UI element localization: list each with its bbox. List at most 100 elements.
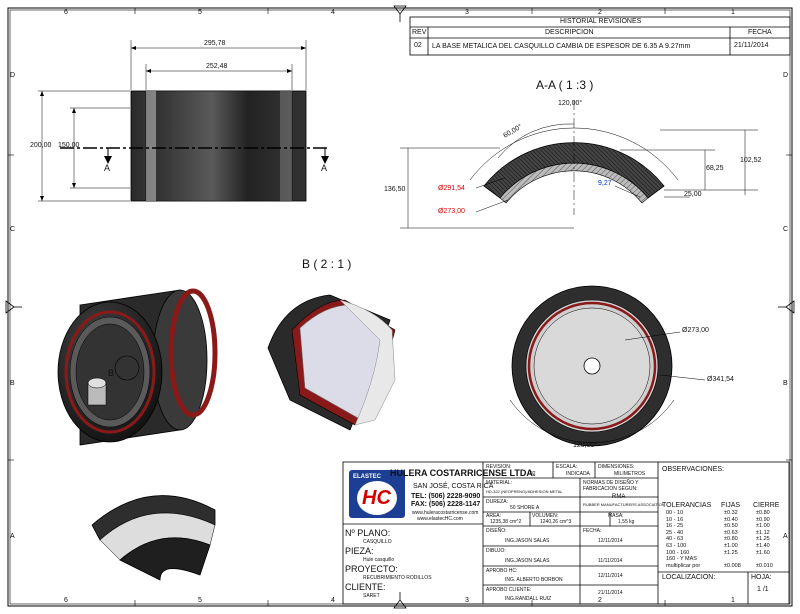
escala-label: ESCALA: bbox=[556, 464, 578, 470]
iso-view-detail bbox=[267, 294, 396, 431]
aprobo-cliente-value: ING.RANDALL RUIZ bbox=[505, 596, 552, 602]
company-fax: FAX: (506) 2228-1147 bbox=[411, 501, 481, 508]
row-label-d-right: D bbox=[783, 72, 789, 79]
diseno-fecha: 12/11/2014 bbox=[598, 538, 623, 544]
tol-range-2: 16 - 25 bbox=[666, 523, 684, 530]
aprobo-hc-label: APROBO HC: bbox=[486, 568, 518, 574]
tol-cierre-2: ±1.00 bbox=[756, 523, 770, 530]
diseno-value: ING.JASON SALAS bbox=[505, 538, 550, 544]
revision-label: REVISION: bbox=[486, 464, 512, 470]
dim-height-inner: 150,00 bbox=[58, 142, 80, 149]
section-title: A-A ( 1 :3 ) bbox=[536, 78, 594, 92]
masa-label: MASA: bbox=[608, 513, 624, 519]
dim-d1: Ø291,54 bbox=[438, 185, 465, 192]
rev-header: REV bbox=[412, 29, 427, 36]
company-name: HULERA COSTARRICENSE LTDA. bbox=[390, 468, 536, 478]
tol-range-5: 63 - 100 bbox=[666, 543, 687, 549]
row-label-c: C bbox=[10, 226, 16, 233]
iso-segment bbox=[91, 495, 216, 581]
revisions-title: HISTORIAL REVISIONES bbox=[560, 18, 642, 25]
dureza-value: 50 SHORE A bbox=[510, 505, 540, 511]
rev-description: LA BASE METALICA DEL CASQUILLO CAMBIA DE… bbox=[432, 43, 691, 50]
tol-range-3: 25 - 40 bbox=[666, 529, 684, 536]
hoja-value: 1 /1 bbox=[757, 586, 769, 593]
company-web1: www.huleracostarricense.com bbox=[412, 510, 479, 516]
col-label-1: 1 bbox=[731, 9, 735, 16]
aprobo-cliente-label: APROBO CLIENTE: bbox=[486, 587, 532, 593]
col-label-5-bottom: 5 bbox=[198, 597, 202, 604]
dim-outer-width: 295,78 bbox=[204, 40, 226, 47]
dim-h1: 102,52 bbox=[740, 157, 762, 164]
tol-cierre-6: ±1.60 bbox=[756, 549, 770, 556]
tol-col-cierre: CIERRE bbox=[753, 502, 780, 509]
title-block-grid bbox=[342, 16, 791, 605]
detail-marker: B bbox=[108, 368, 115, 378]
tol-range-8: multiplicar por bbox=[666, 562, 701, 569]
tol-title: TOLERANCIAS bbox=[662, 502, 712, 509]
aprobo-hc-fecha: 12/11/2014 bbox=[598, 573, 623, 579]
pieza-label: PIEZA: bbox=[345, 546, 374, 556]
dim-height-outer: 200,00 bbox=[30, 142, 52, 149]
tol-range-0: 00 - 10 bbox=[666, 510, 684, 516]
row-label-a-right: A bbox=[783, 533, 788, 540]
tol-range-7: 160 - Y MAS bbox=[666, 556, 697, 563]
dimensiones-value: MILIMETROS bbox=[614, 471, 646, 477]
observaciones-label: OBSERVACIONES: bbox=[662, 466, 724, 473]
dim-inner-width: 252,48 bbox=[206, 63, 228, 70]
logo-top-text: ELASTEC bbox=[353, 474, 382, 480]
tol-range-1: 10 - 16 bbox=[666, 516, 684, 523]
tol-cierre-0: ±0.80 bbox=[756, 510, 770, 516]
col-label-3-bottom: 3 bbox=[465, 597, 469, 604]
plano-label: Nº PLANO: bbox=[345, 528, 391, 538]
dim-t1: 9,27 bbox=[598, 180, 612, 187]
side-view bbox=[509, 285, 706, 447]
logo-circle bbox=[357, 481, 397, 515]
dim-side-inner: Ø273,00 bbox=[682, 327, 709, 334]
area-label: AREA: bbox=[486, 513, 502, 519]
proyecto-label: PROYECTO: bbox=[345, 564, 398, 574]
tol-fijas-8: ±0.008 bbox=[724, 562, 741, 569]
company-logo: ELASTEC HC bbox=[349, 470, 405, 518]
dibujo-fecha: 11/11/2014 bbox=[598, 558, 623, 564]
col-label-6: 6 bbox=[64, 9, 68, 16]
tol-cierre-3: ±1.12 bbox=[756, 529, 770, 536]
tol-fijas-4: ±0.80 bbox=[724, 536, 738, 543]
cliente-value: SARET bbox=[363, 593, 380, 599]
row-label-c-right: C bbox=[783, 226, 789, 233]
col-label-2: 2 bbox=[598, 9, 602, 16]
company-city: SAN JOSÉ, COSTA RICA bbox=[413, 483, 494, 490]
volumen-label: VOLUMEN: bbox=[532, 513, 559, 519]
tol-cierre-8: ±0.010 bbox=[756, 562, 773, 569]
front-view bbox=[38, 40, 330, 202]
row-label-a: A bbox=[10, 533, 15, 540]
dim-h2: 68,25 bbox=[706, 165, 724, 172]
company-tel: TEL: (506) 2228-9090 bbox=[411, 493, 481, 500]
area-value: 1235,38 cm^2 bbox=[490, 519, 522, 525]
tol-fijas-6: ±1.25 bbox=[724, 549, 738, 556]
dim-side-angle: 120,00° bbox=[573, 442, 598, 449]
normas-value: RMA bbox=[612, 494, 626, 500]
dim-w1: 25,00 bbox=[684, 191, 702, 198]
hoja-label: HOJA: bbox=[751, 574, 772, 581]
normas-sub: RUBBER MANUFACTURERS ASSOCIATION bbox=[583, 502, 665, 507]
volumen-value: 1240,26 cm^3 bbox=[540, 519, 572, 525]
dimensiones-label: DIMENSIONES: bbox=[598, 464, 635, 470]
row-label-b-right: B bbox=[783, 380, 788, 387]
outer-border bbox=[7, 7, 793, 607]
dureza-label: DUREZA: bbox=[486, 499, 508, 505]
col-label-6-bottom: 6 bbox=[64, 597, 68, 604]
iso-view-assembled bbox=[57, 288, 218, 446]
tol-col-fijas: FIJAS bbox=[721, 502, 741, 509]
material-value: HD-322 (NEOPRENO)/ADHESION METAL bbox=[486, 489, 563, 494]
material-label: MATERIAL: bbox=[486, 480, 513, 486]
detail-title: B ( 2 : 1 ) bbox=[302, 257, 352, 271]
section-marker-left: A bbox=[104, 163, 111, 173]
tol-cierre-4: ±1.25 bbox=[756, 536, 770, 543]
col-label-4-bottom: 4 bbox=[331, 597, 335, 604]
logo-main-text: HC bbox=[362, 487, 391, 509]
col-label-2-bottom: 2 bbox=[598, 597, 602, 604]
tol-range-4: 40 - 63 bbox=[666, 536, 684, 543]
tol-fijas-2: ±0.50 bbox=[724, 523, 738, 530]
tol-cierre-5: ±1.40 bbox=[756, 543, 770, 549]
tol-range-6: 100 - 160 bbox=[666, 549, 690, 556]
